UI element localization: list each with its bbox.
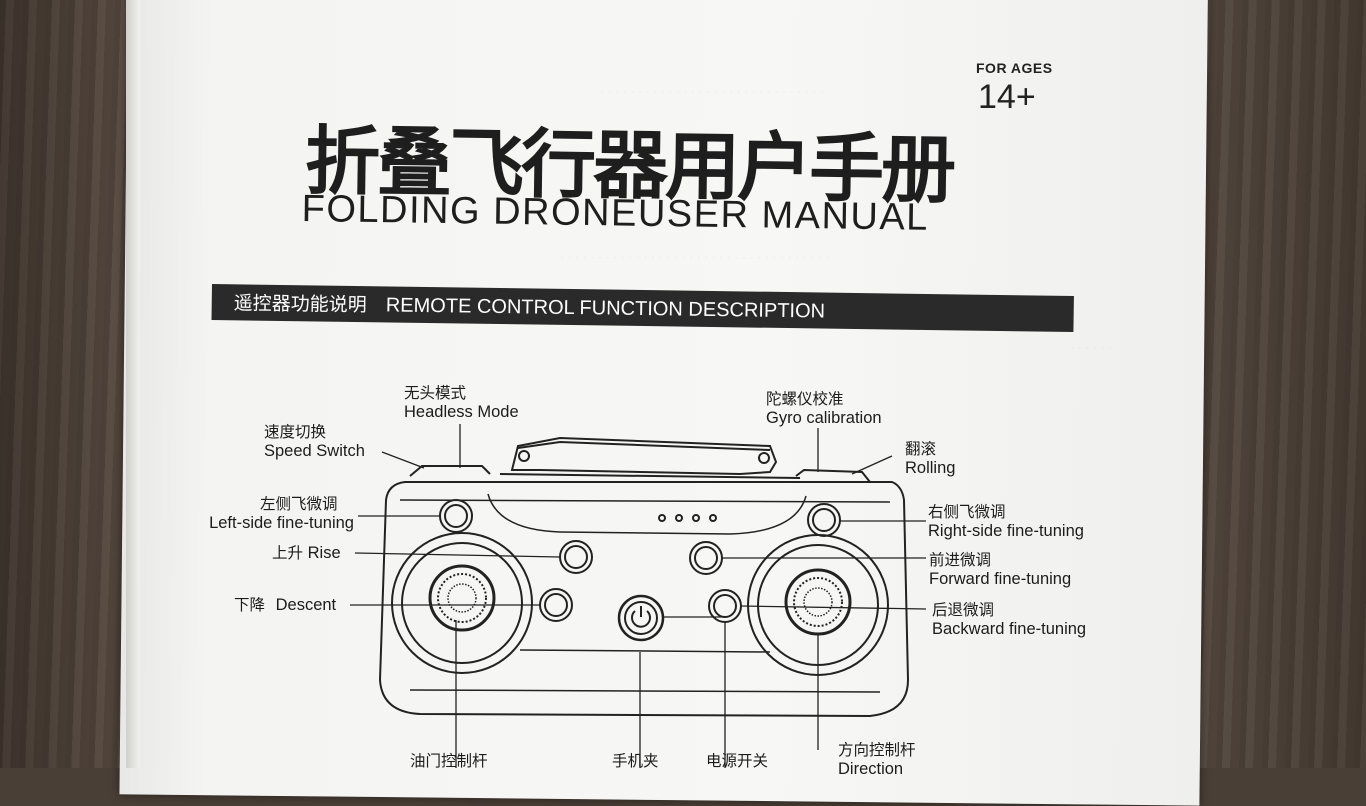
callout-rise: 上升 Rise xyxy=(272,544,341,563)
callout-descent: 下降 Descent xyxy=(234,596,336,615)
callout-headless-mode: 无头模式 Headless Mode xyxy=(404,384,519,422)
callout-cn: 前进微调 xyxy=(929,551,992,569)
callout-en: Rolling xyxy=(905,459,956,477)
callout-cn: 翻滚 xyxy=(905,440,937,458)
callout-throttle-stick: 油门控制杆 xyxy=(410,752,488,771)
callout-en: Rise xyxy=(307,544,341,562)
callout-en: Gyro calibration xyxy=(766,409,882,427)
callout-cn: 无头模式 xyxy=(404,384,467,402)
callout-en: Descent xyxy=(275,596,337,614)
callout-rolling: 翻滚 Rolling xyxy=(905,440,955,478)
callout-cn: 上升 xyxy=(272,544,304,562)
bleed-through-text: · · · · · · · · · · · · · · · · · · · · … xyxy=(560,250,830,265)
callout-direction-stick: 方向控制杆 Direction xyxy=(838,741,916,779)
callout-cn: 速度切换 xyxy=(264,423,327,441)
callout-cn: 后退微调 xyxy=(932,601,995,619)
callout-en: Backward fine-tuning xyxy=(932,620,1087,638)
bleed-through-text: · · · · · · · · · · · · · · · · · · · · … xyxy=(600,84,825,99)
callout-left-fine-tuning: 左侧飞微调 Left-side fine-tuning xyxy=(192,495,354,533)
callout-phone-holder: 手机夹 xyxy=(612,752,659,771)
callout-speed-switch: 速度切换 Speed Switch xyxy=(264,423,365,461)
callout-en: Left-side fine-tuning xyxy=(209,514,354,532)
callout-power-switch: 电源开关 xyxy=(706,752,768,771)
callout-en: Direction xyxy=(838,760,904,778)
callout-cn: 下降 xyxy=(234,596,266,614)
callout-cn: 左侧飞微调 xyxy=(260,495,338,513)
bleed-through-text: · · · · · · xyxy=(1070,340,1113,355)
age-label: FOR AGES xyxy=(976,60,1053,76)
page-edge-shadow xyxy=(126,0,140,768)
remote-control-diagram xyxy=(350,424,927,768)
callout-en: Headless Mode xyxy=(404,403,519,421)
callout-cn: 油门控制杆 xyxy=(410,752,488,770)
callout-cn: 方向控制杆 xyxy=(838,741,916,759)
callout-cn: 右侧飞微调 xyxy=(928,503,1006,521)
callout-en: Right-side fine-tuning xyxy=(928,522,1084,540)
callout-cn: 电源开关 xyxy=(706,752,769,770)
callout-backward-fine-tuning: 后退微调 Backward fine-tuning xyxy=(932,601,1086,639)
callout-cn: 陀螺仪校准 xyxy=(766,390,844,408)
callout-en: Speed Switch xyxy=(264,442,365,460)
age-value: 14+ xyxy=(978,78,1036,116)
callout-cn: 手机夹 xyxy=(612,752,659,770)
callout-en: Forward fine-tuning xyxy=(929,570,1072,588)
callout-right-fine-tuning: 右侧飞微调 Right-side fine-tuning xyxy=(928,503,1084,541)
callout-forward-fine-tuning: 前进微调 Forward fine-tuning xyxy=(929,551,1071,589)
callout-gyro-calibration: 陀螺仪校准 Gyro calibration xyxy=(766,390,882,428)
